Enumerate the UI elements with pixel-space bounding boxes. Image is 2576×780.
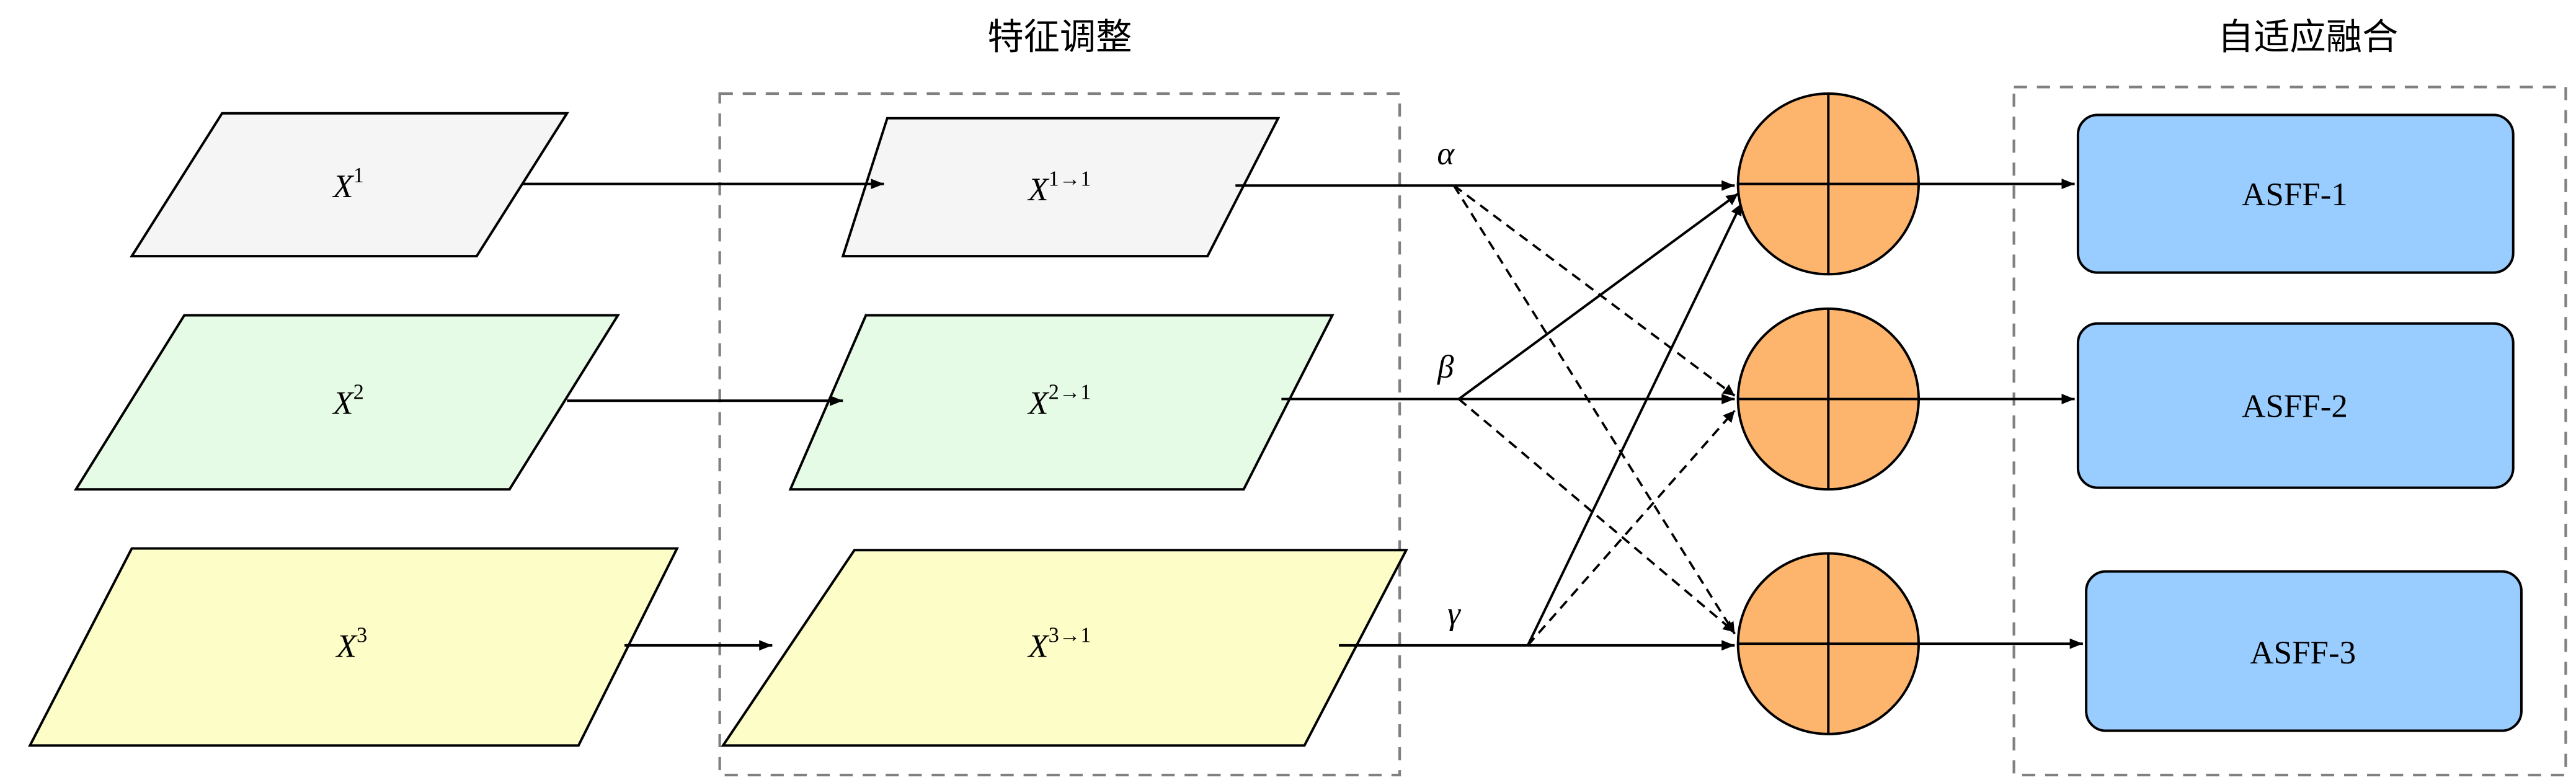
line-gamma-to-sum1 [1526,203,1743,646]
line-beta-to-sum1 [1458,192,1739,401]
dash-beta-to-sum3 [1458,398,1736,634]
adjusted-x2-to-1: X2→1 [788,314,1335,491]
svg-text:ASFF-1: ASFF-1 [2242,177,2348,213]
dash-alpha-to-sum3 [1452,185,1736,635]
sum-node-2-icon [1736,307,1920,491]
dash-alpha-to-sum2 [1453,184,1736,397]
svg-text:ASFF-3: ASFF-3 [2250,635,2356,671]
svg-text:X3: X3 [335,624,368,665]
weight-beta: β [1437,349,1454,385]
input-x1: X1 [129,112,569,258]
dash-gamma-to-sum2 [1527,409,1736,647]
adjusted-x3-to-1: X3→1 [721,549,1408,747]
feature-adjust-title: 特征调整 [987,17,1132,57]
svg-text:X3→1: X3→1 [1027,624,1091,665]
feature-adjust-dashed-box [718,92,1401,777]
output-asff-1: ASFF-1 [2076,113,2515,274]
input-x3: X3 [28,547,680,747]
output-asff-2: ASFF-2 [2076,322,2515,489]
svg-text:ASFF-2: ASFF-2 [2242,389,2348,425]
sum-node-1-icon [1736,92,1920,276]
adaptive-fusion-title: 自适应融合 [2218,17,2398,57]
input-x2: X2 [73,314,621,491]
weight-alpha: α [1437,136,1455,172]
svg-text:X1: X1 [332,164,364,205]
weight-gamma: γ [1447,595,1462,631]
adjusted-x1-to-1: X1→1 [841,117,1281,258]
sum-node-3-icon [1736,552,1920,735]
svg-text:X1→1: X1→1 [1027,167,1091,208]
svg-text:X2→1: X2→1 [1027,381,1091,422]
adaptive-fusion-dashed-box [2012,86,2567,777]
svg-text:X2: X2 [332,381,364,422]
output-asff-3: ASFF-3 [2085,570,2523,732]
